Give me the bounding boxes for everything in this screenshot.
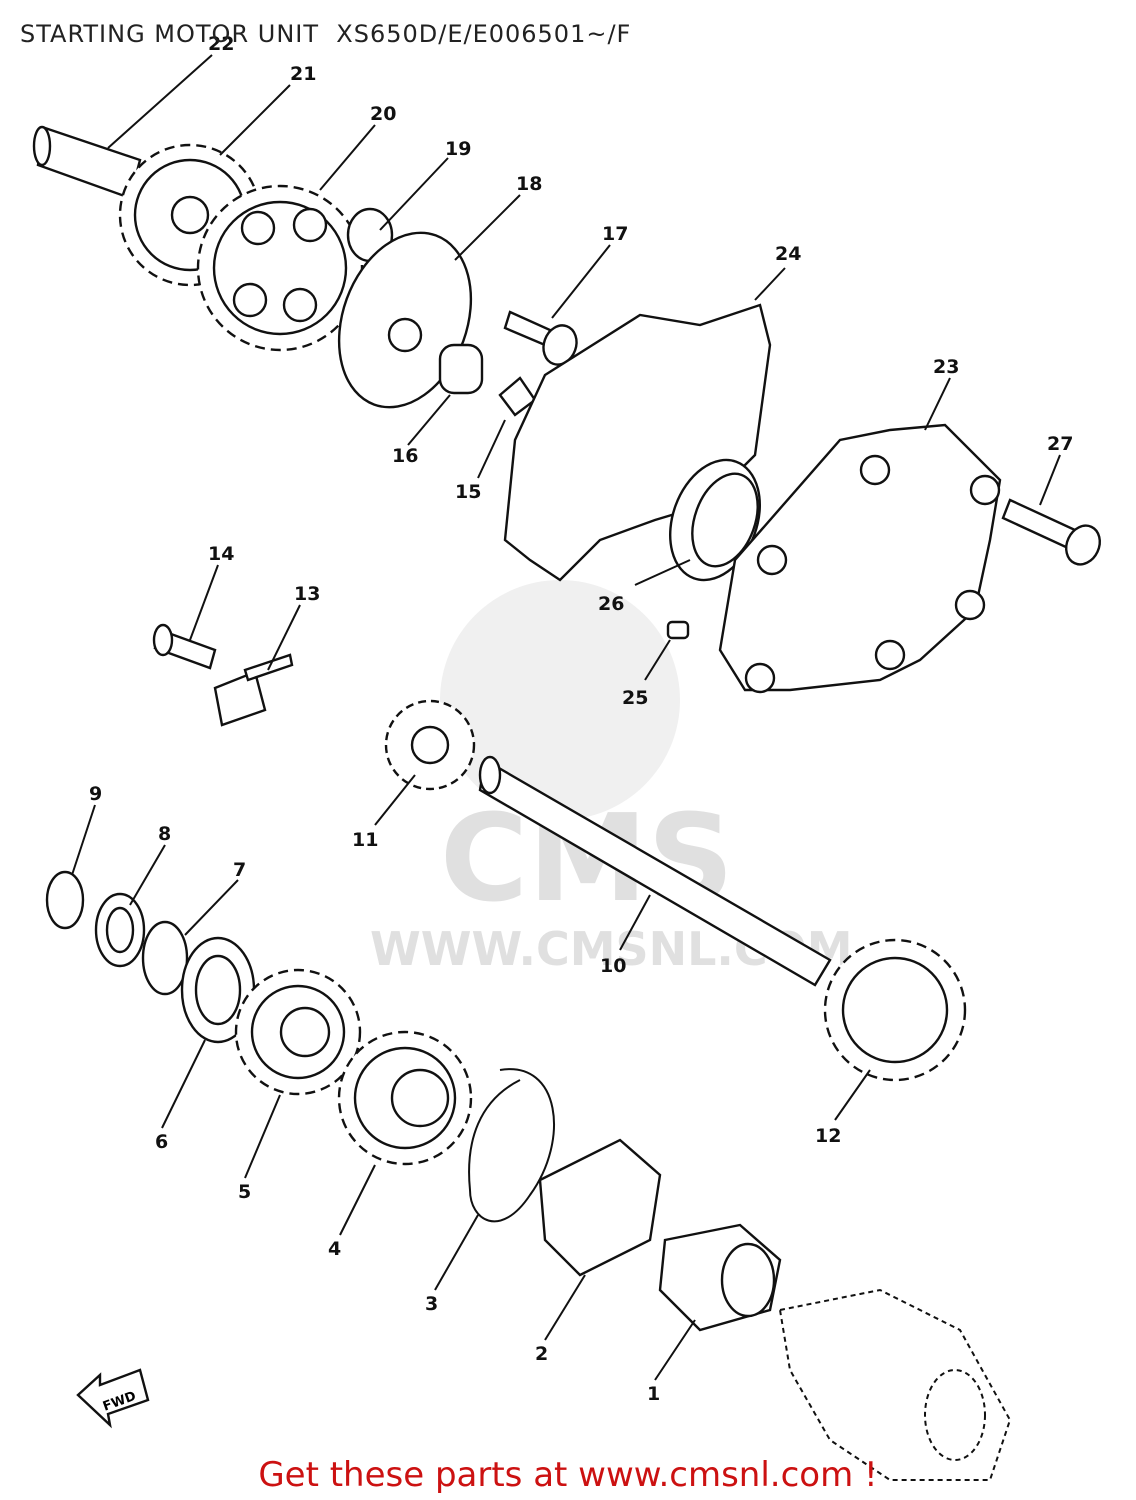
part-number-labels: 22 21 20 19 18 17 24 23 27 16 15 26 25 1… bbox=[89, 33, 1073, 1405]
part-9-circlip[interactable] bbox=[45, 870, 85, 930]
part-label-9[interactable]: 9 bbox=[89, 783, 102, 805]
part-23-housing[interactable] bbox=[718, 423, 1002, 694]
part-label-14[interactable]: 14 bbox=[208, 543, 234, 565]
part-label-18[interactable]: 18 bbox=[516, 173, 542, 195]
part-label-3[interactable]: 3 bbox=[425, 1293, 438, 1315]
part-6-washer[interactable] bbox=[180, 936, 256, 1044]
part-label-21[interactable]: 21 bbox=[290, 63, 316, 85]
part-label-27[interactable]: 27 bbox=[1047, 433, 1073, 455]
part-12-gear[interactable] bbox=[823, 938, 967, 1082]
part-10-shaft[interactable] bbox=[478, 755, 832, 987]
part-label-17[interactable]: 17 bbox=[602, 223, 628, 245]
part-3-spring[interactable] bbox=[468, 1068, 555, 1223]
part-label-20[interactable]: 20 bbox=[370, 103, 396, 125]
part-label-8[interactable]: 8 bbox=[158, 823, 171, 845]
part-27-bolt[interactable] bbox=[1001, 498, 1106, 570]
part-label-2[interactable]: 2 bbox=[535, 1343, 548, 1365]
part-20-gear[interactable] bbox=[196, 184, 364, 352]
part-label-23[interactable]: 23 bbox=[933, 356, 959, 378]
part-label-1[interactable]: 1 bbox=[647, 1383, 660, 1405]
part-7-circlip[interactable] bbox=[141, 920, 189, 996]
part-label-26[interactable]: 26 bbox=[598, 593, 624, 615]
part-1-pinion[interactable] bbox=[658, 1223, 782, 1332]
part-4-gear[interactable] bbox=[337, 1030, 473, 1166]
part-17-screw[interactable] bbox=[503, 310, 582, 369]
part-label-7[interactable]: 7 bbox=[233, 859, 246, 881]
part-5-gear[interactable] bbox=[234, 968, 362, 1096]
part-label-19[interactable]: 19 bbox=[445, 138, 471, 160]
part-label-25[interactable]: 25 bbox=[622, 687, 648, 709]
part-14-bolt[interactable] bbox=[152, 623, 217, 670]
part-label-16[interactable]: 16 bbox=[392, 445, 418, 467]
part-label-12[interactable]: 12 bbox=[815, 1125, 841, 1147]
part-label-11[interactable]: 11 bbox=[352, 829, 378, 851]
part-label-22[interactable]: 22 bbox=[208, 33, 234, 55]
part-label-6[interactable]: 6 bbox=[155, 1131, 168, 1153]
part-label-15[interactable]: 15 bbox=[455, 481, 481, 503]
part-18-plate[interactable] bbox=[316, 214, 494, 426]
starter-motor-outline bbox=[778, 1288, 1012, 1481]
part-16-collar[interactable] bbox=[438, 343, 484, 395]
part-8-washer[interactable] bbox=[94, 892, 146, 968]
part-11-gear[interactable] bbox=[384, 699, 476, 791]
part-2-clip[interactable] bbox=[538, 1138, 662, 1277]
part-label-13[interactable]: 13 bbox=[294, 583, 320, 605]
part-label-24[interactable]: 24 bbox=[775, 243, 801, 265]
footer-link-text[interactable]: Get these parts at www.cmsnl.com ! bbox=[258, 1455, 878, 1495]
part-26-oil-seal[interactable] bbox=[654, 447, 775, 592]
part-label-4[interactable]: 4 bbox=[328, 1238, 341, 1260]
part-22-shaft[interactable] bbox=[32, 125, 142, 200]
page-title: STARTING MOTOR UNIT XS650D/E/E006501~/F bbox=[20, 20, 632, 48]
fwd-arrow-icon: FWD bbox=[76, 1368, 150, 1429]
part-25-dowel[interactable] bbox=[666, 620, 690, 640]
leader-lines bbox=[71, 54, 1061, 1381]
part-label-5[interactable]: 5 bbox=[238, 1181, 251, 1203]
part-label-10[interactable]: 10 bbox=[600, 955, 626, 977]
part-13-plate[interactable] bbox=[213, 653, 294, 727]
